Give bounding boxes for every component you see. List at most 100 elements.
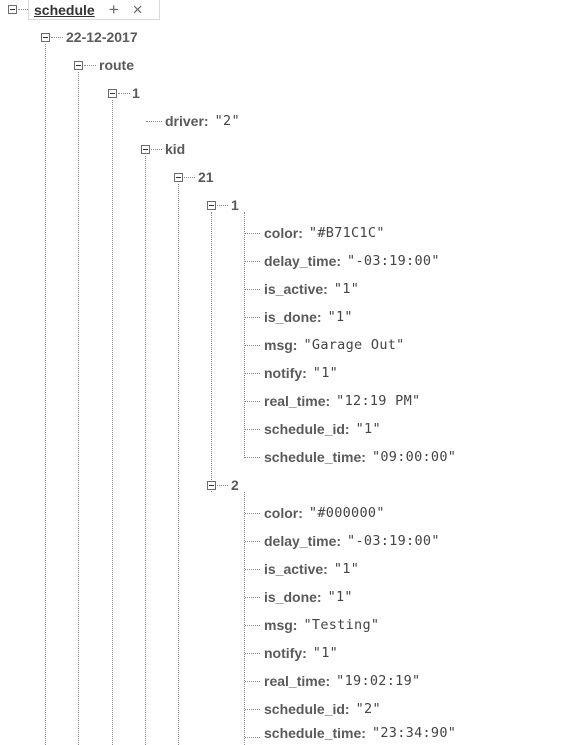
collapse-toggle-icon[interactable]	[74, 61, 83, 70]
leaf-value[interactable]: "2"	[214, 113, 240, 129]
leaf-field[interactable]: schedule_id: "2"	[264, 697, 381, 721]
leaf-field[interactable]: real_time: "19:02:19"	[264, 669, 420, 693]
tree-guide-line	[244, 212, 245, 458]
leaf-field[interactable]: notify: "1"	[264, 641, 338, 665]
leaf-value[interactable]: "2"	[355, 701, 381, 717]
leaf-value[interactable]: "Garage Out"	[303, 337, 405, 353]
leaf-field[interactable]: is_done: "1"	[264, 585, 353, 609]
leaf-colon: :	[298, 225, 303, 241]
leaf-colon: :	[323, 281, 328, 297]
leaf-value[interactable]: "1"	[312, 645, 339, 661]
tree-connector	[245, 625, 260, 626]
leaf-field[interactable]: schedule_time: "23:34:90"	[264, 721, 456, 745]
collapse-toggle-icon[interactable]	[41, 33, 50, 42]
node-key: 21	[198, 169, 214, 185]
collapse-toggle-icon[interactable]	[108, 89, 117, 98]
leaf-field[interactable]: delay_time: "-03:19:00"	[264, 249, 440, 273]
leaf-value[interactable]: "Testing"	[303, 617, 380, 633]
leaf-colon: :	[344, 421, 350, 437]
leaf-value[interactable]: "1"	[327, 589, 353, 605]
tree-connector	[151, 149, 162, 150]
leaf-key: real_time	[264, 393, 326, 409]
tree-guide-line	[211, 212, 212, 492]
leaf-field[interactable]: is_active: "1"	[264, 557, 359, 581]
tree-node-entry[interactable]: 1	[231, 193, 239, 217]
leaf-colon: :	[336, 533, 342, 549]
tree-node-route-id[interactable]: 1	[132, 81, 140, 105]
tree-node-date[interactable]: 22-12-2017	[66, 25, 138, 49]
leaf-value[interactable]: "1"	[327, 309, 353, 325]
leaf-field[interactable]: is_active: "1"	[264, 277, 359, 301]
tree-connector	[245, 233, 260, 234]
tree-node-kid-id[interactable]: 21	[198, 165, 214, 189]
leaf-colon: :	[325, 673, 331, 689]
leaf-field[interactable]: is_done: "1"	[264, 305, 353, 329]
close-icon[interactable]: ×	[132, 0, 143, 19]
leaf-value[interactable]: "09:00:00"	[371, 449, 457, 465]
collapse-toggle-icon[interactable]	[8, 5, 17, 14]
leaf-key: color	[264, 225, 299, 241]
tree-connector	[146, 121, 162, 122]
leaf-key: schedule_time	[264, 449, 362, 465]
leaf-value[interactable]: "1"	[333, 561, 360, 577]
tree-connector	[245, 681, 260, 682]
tree-connector	[245, 429, 260, 430]
leaf-key: schedule_time	[264, 725, 362, 741]
leaf-field[interactable]: schedule_time: "09:00:00"	[264, 445, 456, 469]
root-node-label[interactable]: schedule	[34, 1, 95, 18]
leaf-field[interactable]: delay_time: "-03:19:00"	[264, 529, 440, 553]
tree-connector	[51, 37, 63, 38]
tree-node-entry[interactable]: 2	[231, 473, 239, 497]
tree-connector	[245, 317, 260, 318]
leaf-value[interactable]: "#B71C1C"	[308, 225, 385, 241]
leaf-colon: :	[325, 393, 331, 409]
tree-guide-line	[78, 72, 79, 745]
leaf-key: delay_time	[264, 533, 337, 549]
tree-connector	[245, 541, 260, 542]
node-key: 1	[132, 85, 140, 101]
leaf-key: msg	[264, 337, 293, 353]
node-key: 22-12-2017	[66, 29, 138, 45]
leaf-value[interactable]: "#000000"	[308, 505, 385, 521]
leaf-field[interactable]: schedule_id: "1"	[264, 417, 381, 441]
node-key: 2	[231, 477, 239, 493]
leaf-colon: :	[323, 561, 328, 577]
leaf-value[interactable]: "1"	[333, 281, 360, 297]
tree-node-route[interactable]: route	[99, 53, 134, 77]
tree-connector	[245, 653, 260, 654]
leaf-value[interactable]: "23:34:90"	[371, 725, 457, 741]
collapse-toggle-icon[interactable]	[207, 201, 216, 210]
leaf-field[interactable]: notify: "1"	[264, 361, 338, 385]
tree-connector	[245, 737, 260, 738]
leaf-key: msg	[264, 617, 293, 633]
leaf-colon: :	[203, 113, 209, 129]
tree-connector	[217, 485, 228, 486]
tree-connector	[184, 177, 195, 178]
collapse-toggle-icon[interactable]	[174, 173, 183, 182]
leaf-value[interactable]: "12:19 PM"	[336, 393, 421, 409]
leaf-value[interactable]: "1"	[312, 365, 339, 381]
collapse-toggle-icon[interactable]	[207, 481, 216, 490]
leaf-colon: :	[302, 645, 307, 661]
tree-connector	[118, 93, 130, 94]
tree-connector	[245, 569, 260, 570]
leaf-key: notify	[264, 365, 303, 381]
leaf-key: delay_time	[264, 253, 337, 269]
leaf-value[interactable]: "1"	[355, 421, 381, 437]
leaf-field[interactable]: color: "#000000"	[264, 501, 385, 525]
leaf-value[interactable]: "-03:19:00"	[347, 253, 440, 269]
add-child-icon[interactable]: +	[108, 0, 119, 19]
tree-guide-line	[145, 156, 146, 745]
leaf-field[interactable]: real_time: "12:19 PM"	[264, 389, 420, 413]
node-key: route	[99, 57, 134, 73]
tree-node-kid[interactable]: kid	[165, 137, 185, 161]
collapse-toggle-icon[interactable]	[141, 145, 150, 154]
leaf-colon: :	[316, 589, 322, 605]
leaf-colon: :	[298, 505, 303, 521]
leaf-value[interactable]: "19:02:19"	[336, 673, 421, 689]
leaf-value[interactable]: "-03:19:00"	[347, 533, 440, 549]
leaf-field[interactable]: msg: "Garage Out"	[264, 333, 405, 357]
leaf-field[interactable]: msg: "Testing"	[264, 613, 379, 637]
leaf-driver[interactable]: driver: "2"	[165, 109, 240, 133]
leaf-field[interactable]: color: "#B71C1C"	[264, 221, 385, 245]
